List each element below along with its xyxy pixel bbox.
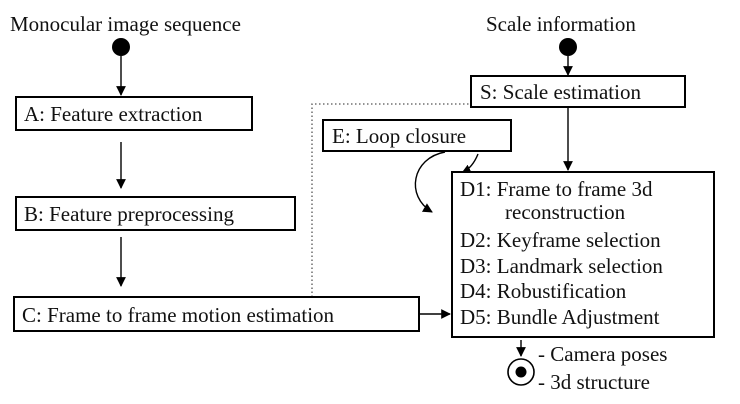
node-s-box xyxy=(470,75,686,108)
node-e-label: E: Loop closure xyxy=(332,124,466,148)
end-node-inner xyxy=(515,366,527,378)
node-d2-label: D2: Keyframe selection xyxy=(460,228,661,252)
node-e-box xyxy=(322,119,512,152)
node-c-label: C: Frame to frame motion estimation xyxy=(22,303,335,327)
node-d1-label-cont: reconstruction xyxy=(505,200,626,224)
output-3d-structure: - 3d structure xyxy=(538,370,650,394)
node-d4-label: D4: Robustification xyxy=(460,279,627,303)
node-b-box xyxy=(15,196,296,231)
node-b-label: B: Feature preprocessing xyxy=(24,202,234,226)
node-d5-label: D5: Bundle Adjustment xyxy=(460,305,660,329)
node-a-box xyxy=(15,96,253,131)
dotted-link-c-to-s xyxy=(311,103,470,297)
node-d-box xyxy=(451,171,715,338)
node-a-label: A: Feature extraction xyxy=(24,102,203,126)
edge-e-to-d xyxy=(461,153,479,174)
node-d1-label: D1: Frame to frame 3d xyxy=(460,177,653,201)
node-d3-label: D3: Landmark selection xyxy=(460,254,663,278)
left-input-heading: Monocular image sequence xyxy=(10,12,241,36)
right-input-heading: Scale information xyxy=(486,12,636,36)
start-node-left xyxy=(112,38,130,56)
start-node-right xyxy=(559,38,577,56)
node-s-label: S: Scale estimation xyxy=(480,80,641,104)
node-c-box xyxy=(13,296,420,332)
edge-loop-feedback xyxy=(414,151,446,213)
output-camera-poses: - Camera poses xyxy=(538,342,667,366)
